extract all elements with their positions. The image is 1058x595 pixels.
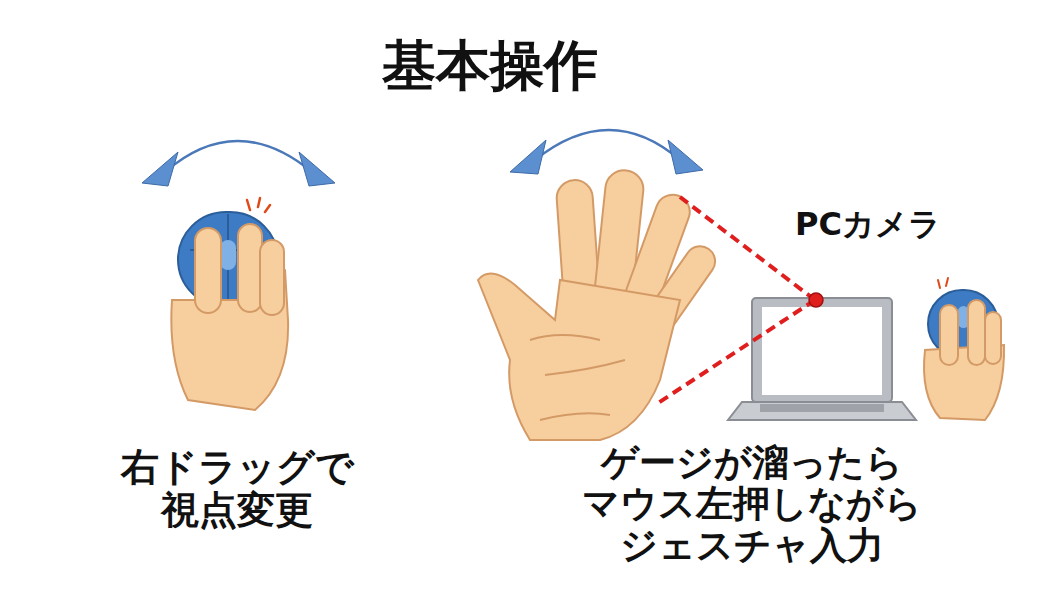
caption-left: 右ドラッグで 視点変更	[121, 446, 354, 531]
camera-label: PCカメラ	[795, 207, 941, 243]
arrow-head	[510, 140, 546, 174]
title: 基本操作	[382, 36, 598, 96]
mouse-hand	[924, 278, 1004, 420]
view-line	[680, 197, 815, 300]
laptop	[728, 298, 916, 420]
caption-right: ゲージが溜ったら マウス左押しながら ジェスチャ入力	[582, 442, 922, 566]
arrow-head	[142, 152, 178, 186]
view-line	[655, 300, 815, 405]
mouse-hand	[171, 198, 288, 410]
arrow-head	[299, 152, 335, 186]
arrow-head	[668, 140, 703, 174]
open-hand	[478, 168, 721, 440]
camera-dot	[809, 293, 823, 307]
swing-arc	[165, 141, 312, 172]
swing-arc	[535, 130, 680, 160]
